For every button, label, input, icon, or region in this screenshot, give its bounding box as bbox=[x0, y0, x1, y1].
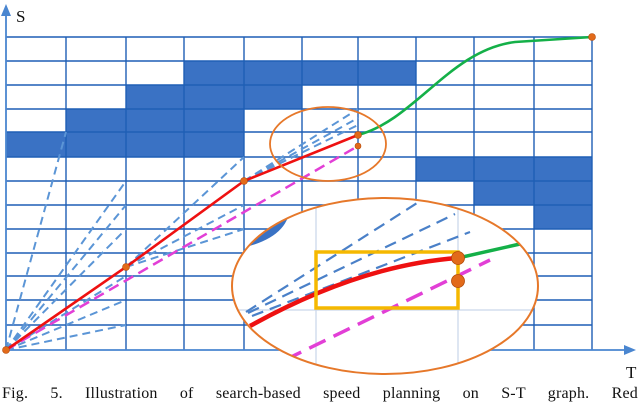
st-graph-figure: S T bbox=[1, 4, 637, 382]
obstacle-block bbox=[474, 181, 592, 205]
path-node bbox=[588, 33, 596, 41]
planned-speed-path bbox=[5, 133, 359, 352]
y-axis-arrow bbox=[1, 4, 11, 16]
green-path bbox=[357, 35, 593, 137]
zoom-node bbox=[451, 251, 465, 265]
highlight-ellipse bbox=[269, 106, 387, 182]
x-axis-label: T bbox=[626, 363, 637, 382]
path-node bbox=[354, 142, 362, 150]
obstacle-block bbox=[184, 61, 416, 85]
zoom-ellipse-border bbox=[231, 197, 539, 375]
path-node bbox=[2, 346, 10, 354]
x-axis-arrow bbox=[624, 345, 636, 355]
obstacle-block bbox=[66, 109, 126, 157]
path-node bbox=[240, 177, 248, 185]
obstacle-block bbox=[6, 132, 66, 157]
obstacle-block bbox=[416, 157, 592, 181]
figure-caption: Fig. 5. Illustration of search-based spe… bbox=[2, 385, 638, 402]
path-node bbox=[122, 263, 130, 271]
zoom-inset bbox=[231, 197, 539, 375]
obstacle-block bbox=[126, 85, 184, 157]
y-axis-label: S bbox=[16, 7, 25, 26]
obstacle-block bbox=[244, 85, 302, 109]
obstacle-blocks bbox=[6, 61, 592, 229]
path-nodes bbox=[2, 33, 596, 354]
search-rays bbox=[5, 108, 359, 351]
path-node bbox=[354, 131, 362, 139]
obstacle-block bbox=[184, 85, 244, 157]
obstacle-block bbox=[534, 205, 592, 229]
zoom-node bbox=[451, 274, 465, 288]
